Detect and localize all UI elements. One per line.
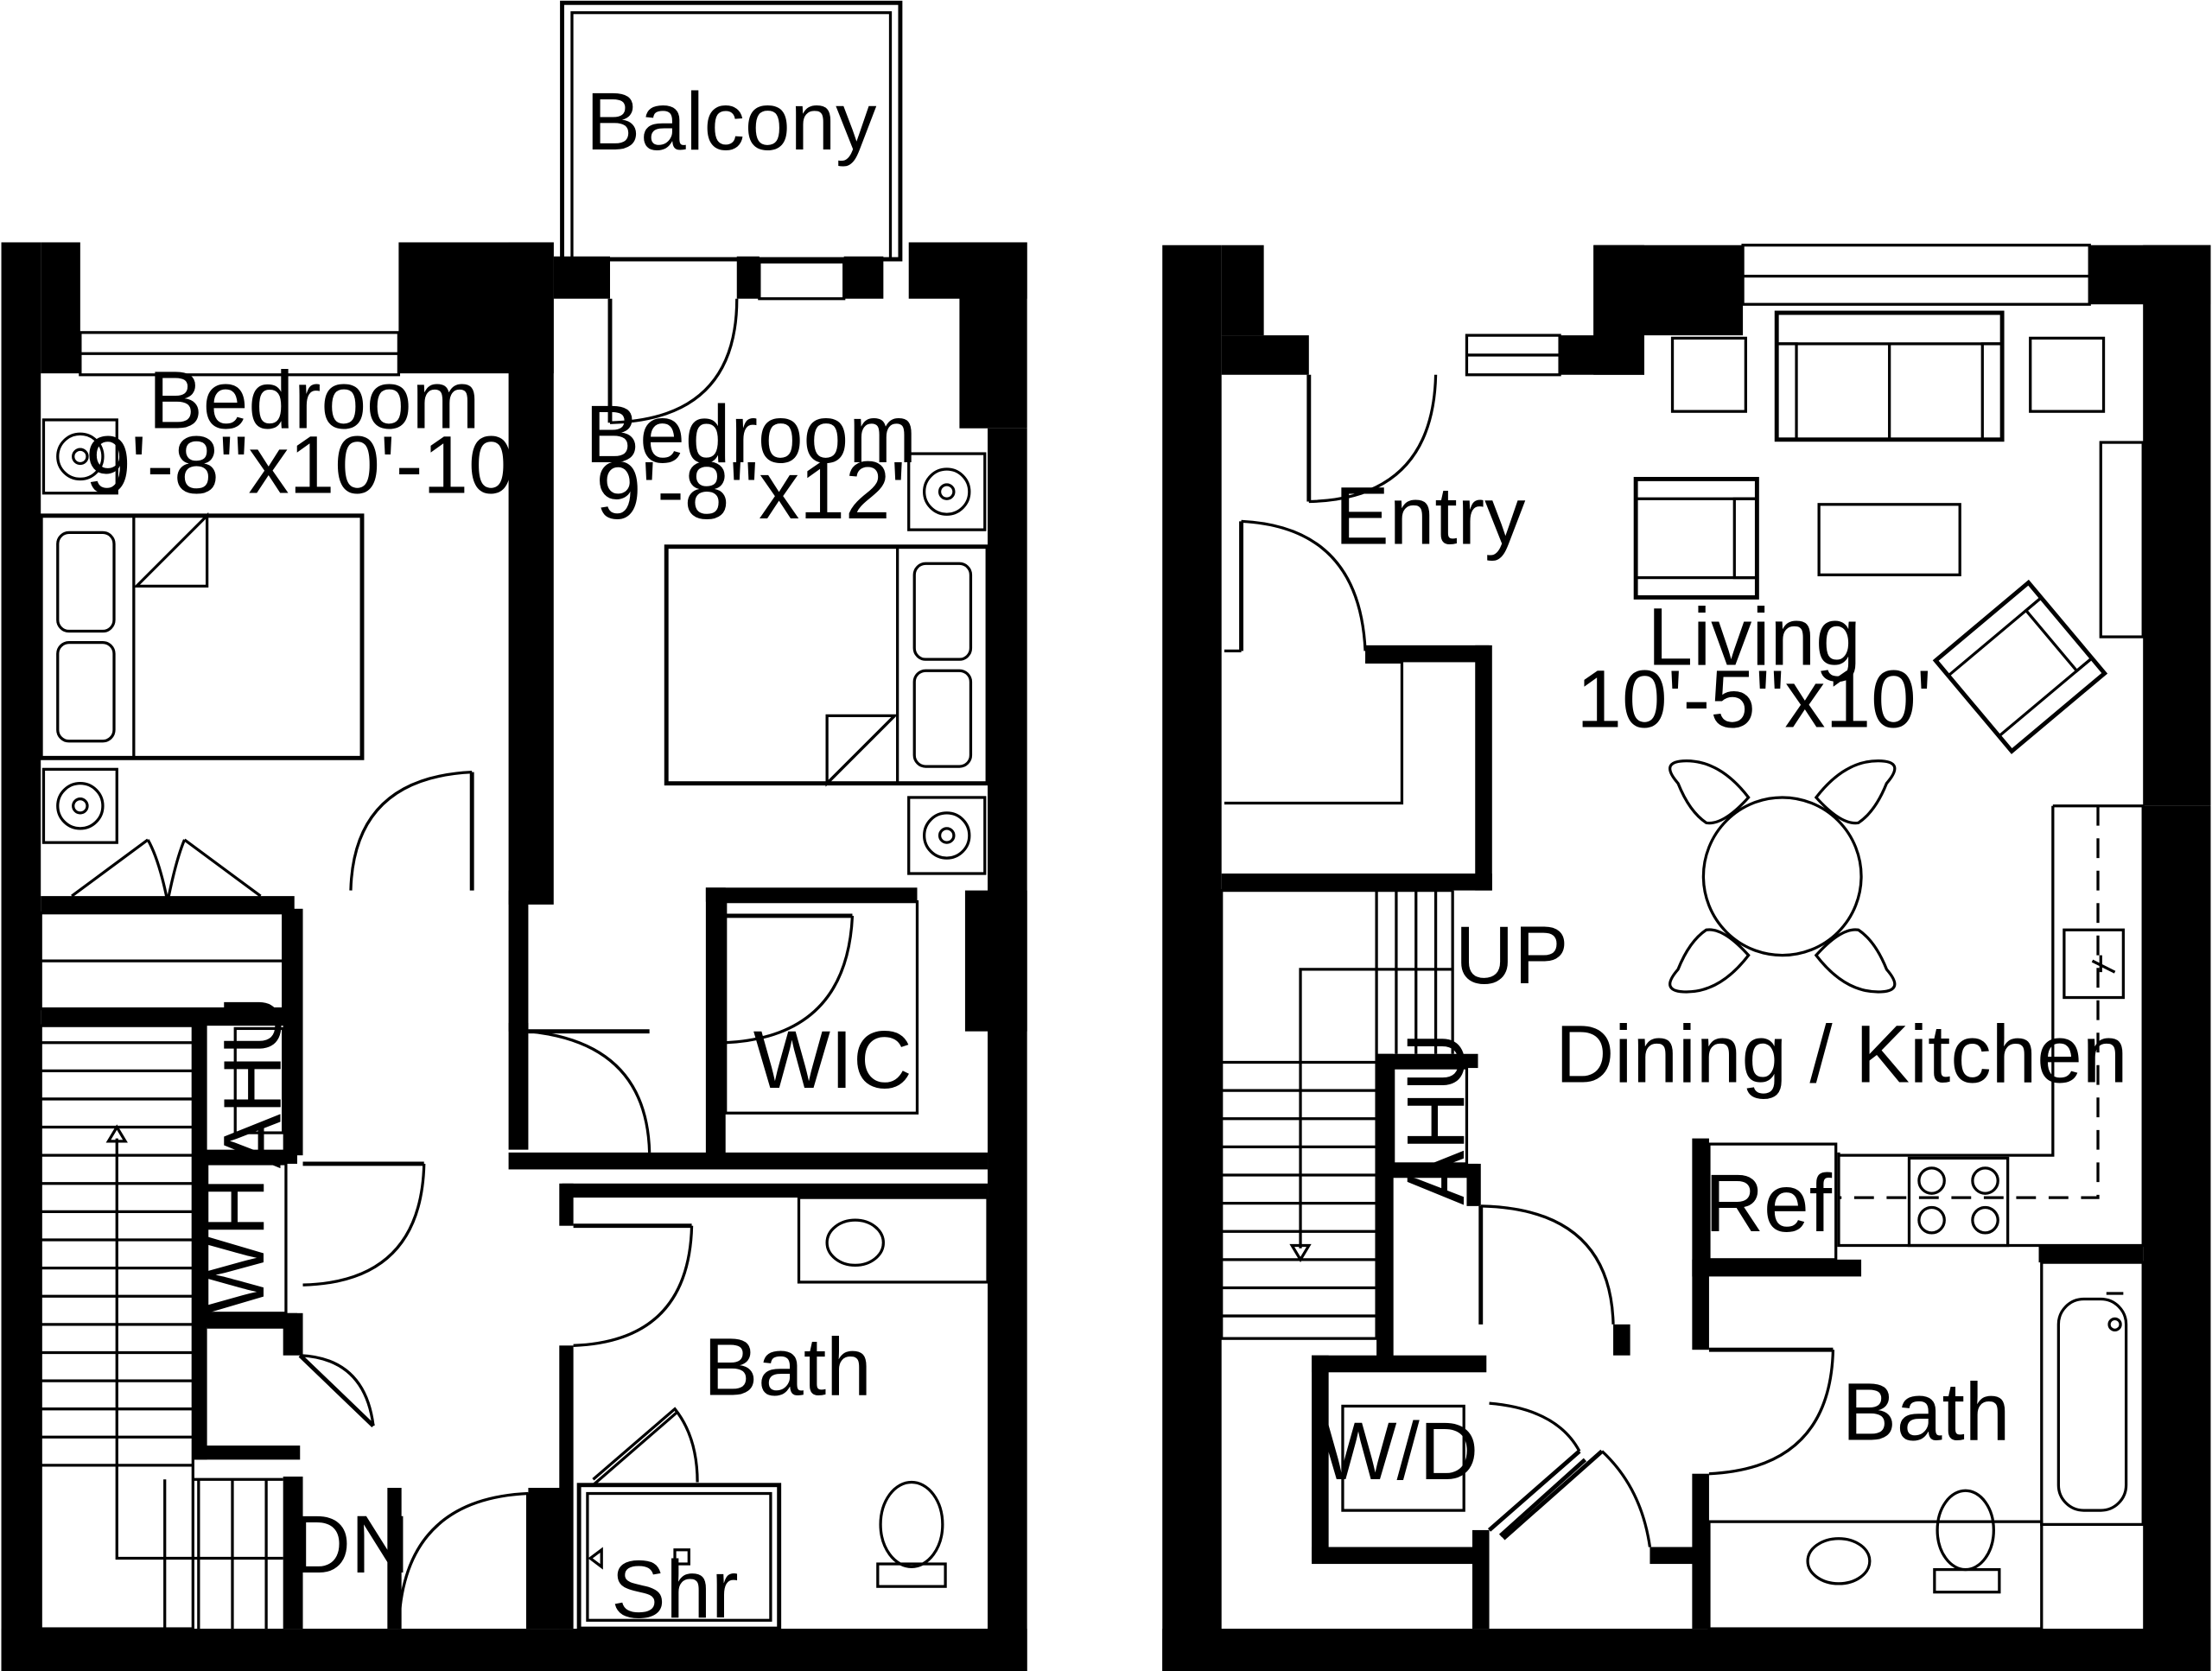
upper-exterior-walls bbox=[1, 242, 1027, 1671]
coffee-table bbox=[1817, 503, 1961, 576]
dining-kitchen-label: Dining / Kitchen bbox=[1555, 1008, 2127, 1100]
lower-interior-walls bbox=[1221, 335, 2144, 1630]
wd-label: W/D bbox=[1319, 1406, 1478, 1497]
stairs-down-label: DN bbox=[292, 1499, 410, 1591]
bedroom-1-size: 9'-8"x10'-10" bbox=[86, 420, 543, 511]
refrigerator bbox=[1707, 1142, 1838, 1261]
wh-label: WH bbox=[190, 1178, 282, 1314]
bed-2 bbox=[664, 544, 990, 787]
armchair bbox=[1633, 476, 1759, 600]
tv-console bbox=[2099, 441, 2164, 639]
ahu-lower-label: AHU bbox=[1390, 1032, 1482, 1205]
washer-dryer bbox=[1341, 1404, 1465, 1512]
armchair-angled bbox=[1932, 579, 2108, 754]
ahu-upper-label: AHU bbox=[207, 996, 298, 1169]
cooktop bbox=[1907, 1156, 2010, 1248]
balcony-label: Balcony bbox=[586, 76, 877, 168]
bed-1 bbox=[38, 511, 365, 760]
upper-floor: Balcony bbox=[1, 0, 1027, 1671]
entry-label: Entry bbox=[1335, 470, 1526, 562]
ref-label: Ref bbox=[1705, 1158, 1833, 1249]
bath-lower-label: Bath bbox=[1842, 1367, 2011, 1458]
toilet-lower bbox=[1933, 1489, 2001, 1594]
lower-exterior-walls bbox=[1162, 245, 2211, 1671]
shower-label: Shr bbox=[611, 1544, 738, 1636]
bedroom-2-label: Bedroom bbox=[585, 389, 917, 480]
lower-floor: Entry bbox=[1162, 244, 2211, 1671]
kitchen-sink bbox=[2063, 928, 2125, 1000]
stairs-up bbox=[1220, 888, 1454, 1340]
window bbox=[758, 260, 846, 301]
living-size: 10'-5"x10' bbox=[1576, 653, 1931, 745]
sofa bbox=[1774, 310, 2005, 442]
bath-upper-label: Bath bbox=[703, 1321, 872, 1413]
bathtub bbox=[2040, 1261, 2145, 1527]
living-label: Living bbox=[1648, 592, 1861, 683]
upper-interior-walls bbox=[41, 887, 988, 1630]
balcony: Balcony bbox=[560, 0, 903, 262]
wic-label: WIC bbox=[753, 1014, 912, 1106]
dining-table bbox=[1669, 759, 1897, 994]
bedroom-2-size: 9'-8"x12' bbox=[596, 445, 906, 537]
stairs-up-label: UP bbox=[1455, 910, 1568, 1001]
nightstand-lamp bbox=[41, 418, 118, 844]
bath-sink bbox=[1806, 1537, 1872, 1585]
bedroom-1-label: Bedroom bbox=[149, 355, 480, 447]
toilet-upper bbox=[876, 1480, 947, 1588]
stairs-down bbox=[39, 1024, 283, 1630]
